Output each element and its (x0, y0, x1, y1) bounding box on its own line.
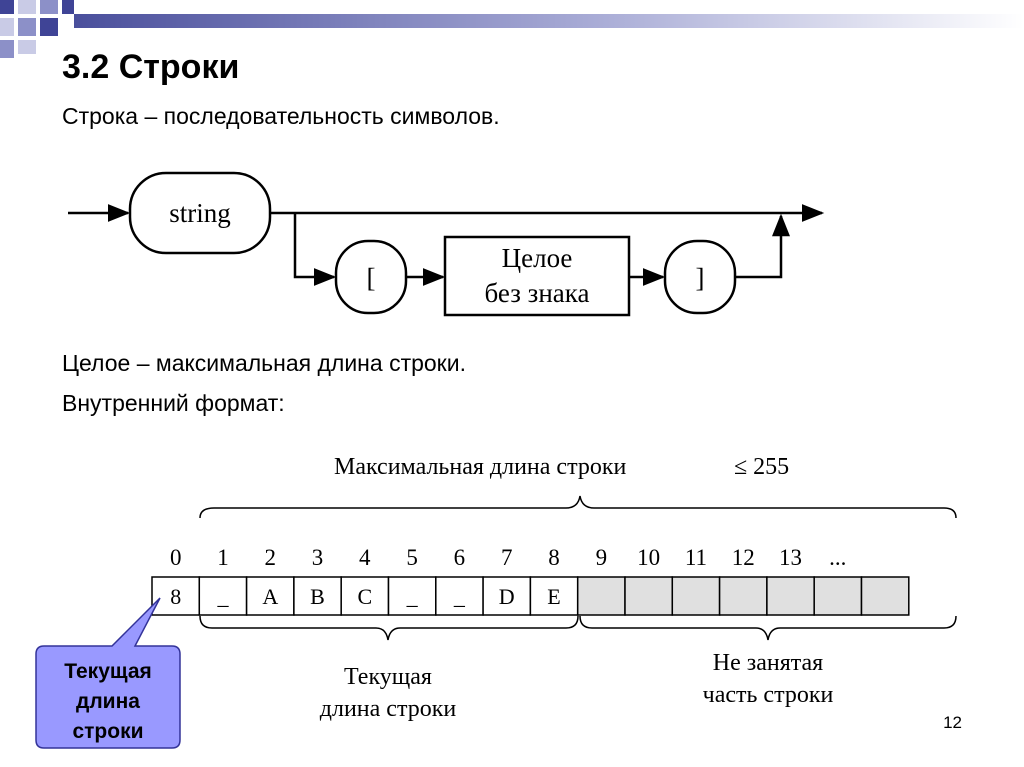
byte-cell-value: _ (453, 584, 466, 609)
current-length-callout (35, 597, 181, 749)
top-gradient-bar (74, 14, 1024, 28)
syntax-diagram (68, 171, 825, 317)
byte-cell-value: B (310, 584, 325, 609)
byte-index-label: 11 (685, 545, 707, 570)
byte-cell-value: A (262, 584, 278, 609)
unsigned-integer-label-2: без знака (485, 278, 590, 308)
current-length-label-2: длина строки (320, 696, 457, 722)
definition-line: Строка – последовательность символов. (62, 103, 500, 129)
unsigned-integer-label-1: Целое (502, 243, 573, 273)
byte-cell (860, 576, 910, 616)
max-length-operator: ≤ 255 (734, 454, 789, 480)
byte-index-label: 6 (454, 545, 466, 570)
byte-cell (482, 576, 532, 616)
byte-cell (813, 576, 863, 616)
unsigned-integer-box (443, 235, 631, 317)
byte-index-label: 1 (217, 545, 229, 570)
callout-label-3: строки (72, 720, 143, 743)
byte-cells-row: 8 _ A B C _ _ D E (151, 576, 910, 616)
byte-index-label: 10 (637, 545, 660, 570)
unused-part-brace (579, 615, 957, 641)
byte-cell (576, 576, 626, 616)
unused-part-label-1: Не занятая (713, 650, 823, 676)
byte-index-label: 12 (732, 545, 755, 570)
current-length-brace (199, 615, 579, 641)
byte-cell (340, 576, 390, 616)
slide-title: 3.2 Строки (62, 48, 239, 86)
byte-index-label: 7 (501, 545, 513, 570)
byte-index-label: 8 (548, 545, 560, 570)
internal-format-line: Внутренний формат: (62, 390, 285, 416)
byte-index-label: 13 (779, 545, 802, 570)
byte-cell-value: E (547, 584, 560, 609)
byte-cell (151, 576, 201, 616)
byte-cell (718, 576, 768, 616)
callout-label-2: длина (76, 690, 140, 713)
byte-index-label: 5 (406, 545, 418, 570)
byte-cell-value: _ (406, 584, 419, 609)
byte-index-label: 4 (359, 545, 371, 570)
unused-part-label-2: часть строки (703, 682, 834, 708)
max-length-line: Целое – максимальная длина строки. (62, 350, 466, 376)
byte-cell (529, 576, 579, 616)
byte-index-label: 2 (265, 545, 277, 570)
close-bracket-label: ] (696, 263, 705, 293)
byte-cell (766, 576, 815, 616)
byte-index-label: 3 (312, 545, 324, 570)
byte-cell-value: C (357, 584, 372, 609)
byte-cell (435, 576, 484, 616)
open-bracket-label: [ (367, 263, 376, 293)
byte-cell-value: _ (217, 584, 230, 609)
byte-cell (245, 576, 295, 616)
callout-label-1: Текущая (64, 660, 152, 683)
page-number: 12 (943, 713, 962, 732)
byte-cell-value: D (499, 584, 515, 609)
corner-decoration (0, 0, 74, 58)
byte-cell (198, 576, 248, 616)
top-brace (199, 495, 957, 519)
byte-index-label: 0 (170, 545, 182, 570)
current-length-label-1: Текущая (344, 664, 432, 690)
max-length-label: Максимальная длина строки (334, 454, 627, 480)
byte-cell (293, 576, 342, 616)
byte-cell-value: 8 (170, 584, 181, 609)
byte-index-label: ... (829, 545, 846, 570)
string-keyword-label: string (169, 198, 231, 228)
byte-index-label: 9 (596, 545, 608, 570)
byte-cell (671, 576, 721, 616)
byte-cell (624, 576, 674, 616)
